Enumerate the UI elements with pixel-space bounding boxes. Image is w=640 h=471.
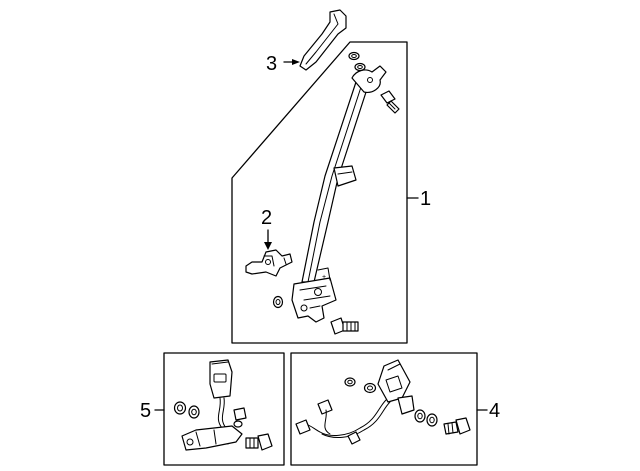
callout-3[interactable]: 3 xyxy=(266,53,277,75)
bolt-lower xyxy=(330,317,359,335)
assembly-panel-1: 1 xyxy=(231,41,431,344)
buckle-left xyxy=(181,359,247,451)
bracket-part-2: 2 xyxy=(245,207,293,277)
bolt-right xyxy=(443,417,471,435)
svg-text:+: + xyxy=(322,274,326,281)
callout-1[interactable]: 1 xyxy=(420,188,431,210)
callout-4[interactable]: 4 xyxy=(489,400,500,422)
washers-left xyxy=(173,401,200,419)
assembly-panel-4: 4 xyxy=(290,352,500,466)
callout-2[interactable]: 2 xyxy=(261,207,272,229)
callout-5[interactable]: 5 xyxy=(140,400,151,422)
bolt-left xyxy=(245,433,273,451)
buckle-right xyxy=(295,359,415,445)
assembly-panel-5: 5 xyxy=(140,352,285,466)
washers-right-bottom xyxy=(414,409,438,427)
washer-lower xyxy=(272,295,284,309)
cover-part-3: 3 xyxy=(266,9,347,75)
bolt-upper xyxy=(380,90,400,114)
seat-belt-retractor: + xyxy=(291,65,387,323)
washers-top xyxy=(348,51,366,72)
washers-right-top xyxy=(344,377,377,394)
